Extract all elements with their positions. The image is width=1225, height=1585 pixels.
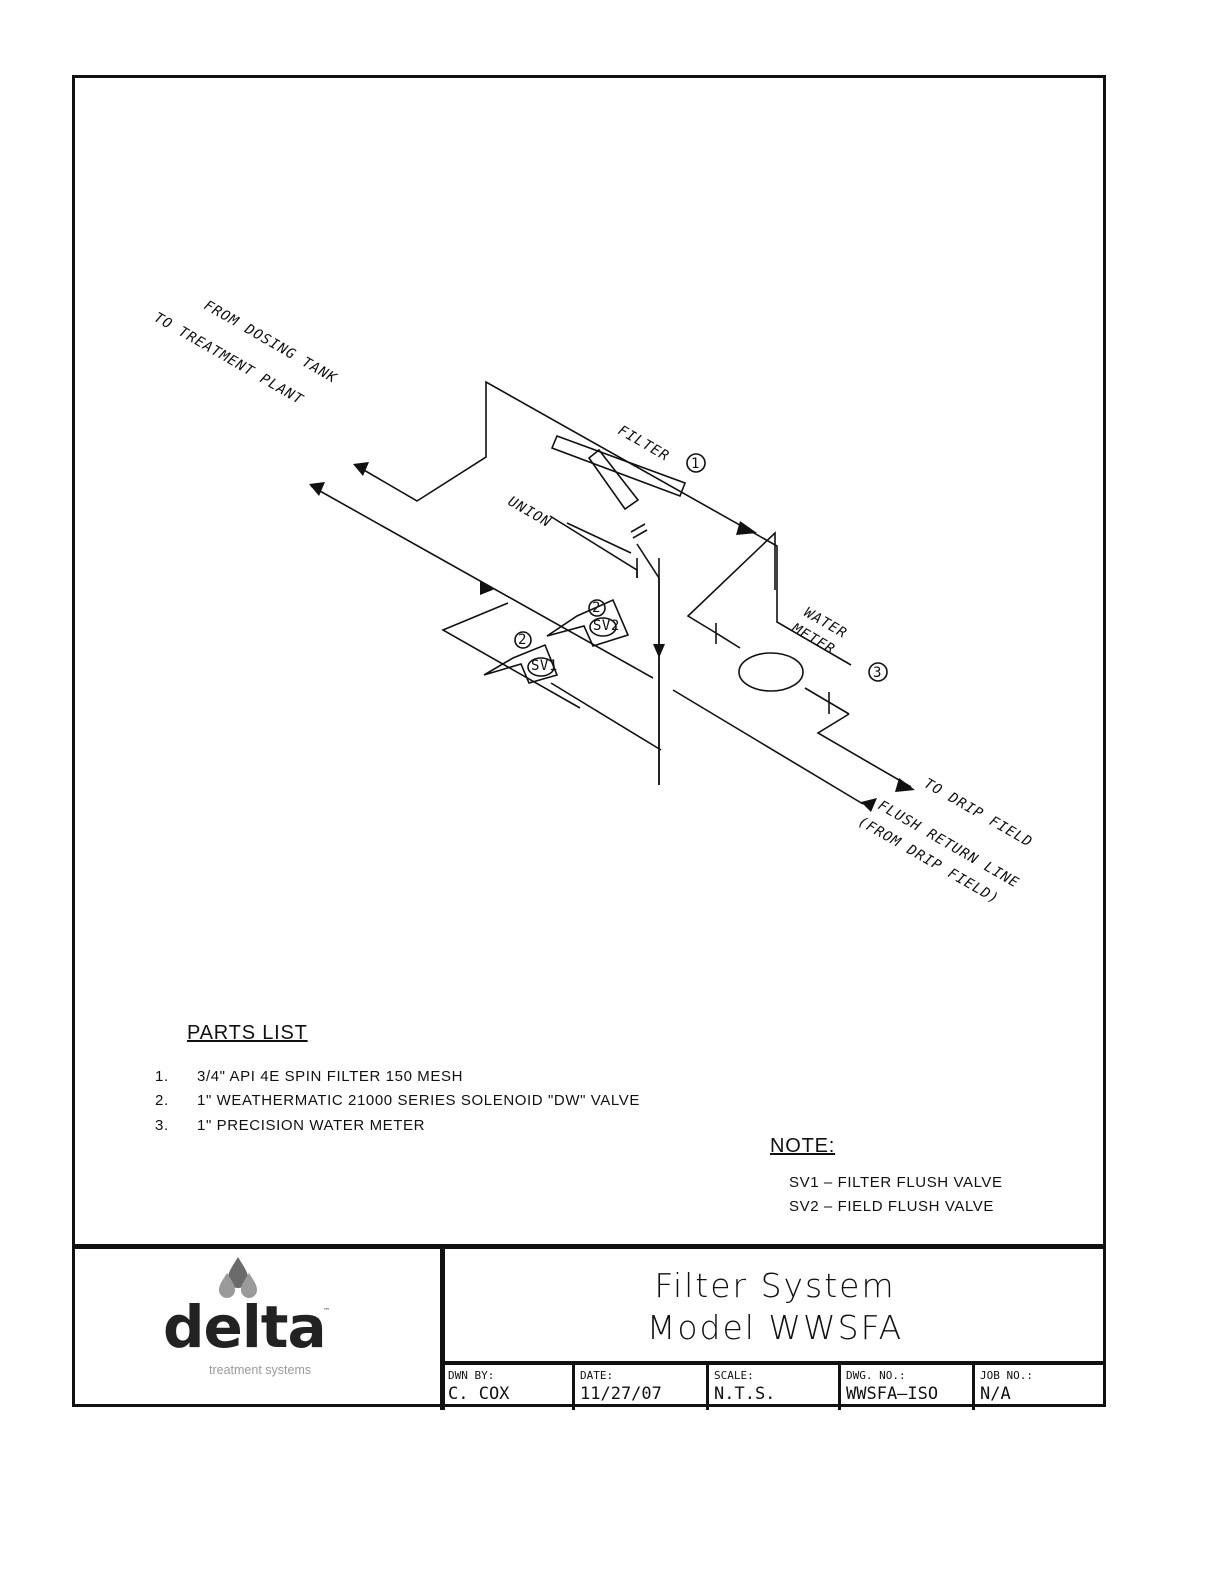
valve-lower-pipe <box>550 682 662 751</box>
meter-pipe-b <box>804 687 850 715</box>
job-no-label: JOB NO.: <box>980 1369 1033 1382</box>
arrow-valve-line <box>480 581 495 595</box>
scale-label: SCALE: <box>714 1369 754 1382</box>
cell-divider-2 <box>706 1361 709 1410</box>
meter-pipe-upper <box>686 531 776 634</box>
sv2-label: SV2 <box>593 618 620 634</box>
filter-body <box>550 434 687 498</box>
cell-divider-4 <box>972 1361 975 1410</box>
drip-return-pipe <box>672 689 864 805</box>
filter-housing <box>587 448 640 511</box>
arrow-from-dosing <box>353 462 369 476</box>
sv1-bubble <box>527 657 555 677</box>
dwn-by-value: C. COX <box>448 1384 510 1404</box>
treatment-plant-pipe <box>310 485 654 679</box>
water-meter-symbol <box>738 652 804 692</box>
valve-num-a-bubble <box>588 599 606 617</box>
union-branch <box>549 515 638 578</box>
label-filter: FILTER <box>615 423 672 465</box>
meter-pipe-a <box>715 632 741 649</box>
label-union: UNION <box>505 494 554 531</box>
arrow-to-drip <box>895 778 915 792</box>
valve-loop-pipe <box>441 602 581 709</box>
valve-num-b: 2 <box>518 632 527 648</box>
drawing-title-line-2: Model WWSFA <box>646 1308 904 1347</box>
note-heading: NOTE: <box>770 1135 836 1157</box>
job-no-value: N/A <box>980 1384 1011 1404</box>
logo-drops-icon <box>219 1257 257 1298</box>
union-leader <box>566 522 632 554</box>
scale-value: N.T.S. <box>714 1384 776 1404</box>
parts-list-num-1: 1. <box>155 1068 169 1085</box>
date-value: 11/27/07 <box>580 1384 662 1404</box>
dwg-no-value: WWSFA–ISO <box>846 1384 939 1404</box>
parts-list-item-1: 3/4" API 4E SPIN FILTER 150 MESH <box>197 1068 464 1085</box>
logo-wordmark: delta <box>163 1293 327 1361</box>
drawing-title-line-1: Filter System <box>654 1266 896 1305</box>
drawing-frame: FROM DOSING TANK TO TREATMENT PLANT FILT… <box>72 75 1106 1410</box>
meter-num-bubble <box>868 662 888 682</box>
date-label: DATE: <box>580 1369 614 1382</box>
valve-sv1 <box>483 643 559 684</box>
arrow-riser <box>653 644 665 658</box>
union-mark-b <box>632 529 648 539</box>
arrow-flush-return <box>861 798 877 812</box>
parts-list-heading: PARTS LIST <box>187 1022 308 1044</box>
filter-num-bubble <box>686 453 706 473</box>
arrow-treatment-plant <box>309 482 325 496</box>
union-mark-a <box>630 523 646 533</box>
sv2-bubble <box>589 617 617 637</box>
union-riser <box>636 543 660 785</box>
inlet-pipe <box>356 380 852 666</box>
parts-list-item-2: 1" WEATHERMATIC 21000 SERIES SOLENOID "D… <box>197 1092 640 1109</box>
filter-num: 1 <box>691 456 700 472</box>
valve-num-a: 2 <box>592 600 601 616</box>
flow-arrows <box>309 462 915 812</box>
note-line-1: SV1 – FILTER FLUSH VALVE <box>789 1174 1003 1191</box>
cell-divider-3 <box>838 1361 841 1410</box>
logo-trademark: ™ <box>323 1307 330 1315</box>
title-block-divider <box>440 1244 445 1410</box>
logo-tagline: treatment systems <box>209 1363 312 1377</box>
meter-pipe-lower <box>816 713 912 788</box>
note-line-2: SV2 – FIELD FLUSH VALVE <box>789 1198 994 1215</box>
dwg-no-label: DWG. NO.: <box>846 1369 906 1382</box>
parts-list-num-2: 2. <box>155 1092 169 1109</box>
parts-list-num-3: 3. <box>155 1117 169 1134</box>
piping-diagram: FROM DOSING TANK TO TREATMENT PLANT FILT… <box>151 298 1035 908</box>
cell-divider-1 <box>572 1361 575 1410</box>
meter-num: 3 <box>873 665 882 681</box>
title-block-border <box>75 1244 1103 1249</box>
valve-num-b-bubble <box>514 631 532 649</box>
pipe-lines <box>310 380 912 805</box>
valve-sv2 <box>546 598 630 647</box>
arrow-filter-out <box>736 521 757 535</box>
title-block-row-divider <box>440 1361 1103 1365</box>
sv1-label: SV1 <box>531 658 558 674</box>
parts-list-item-3: 1" PRECISION WATER METER <box>197 1117 426 1134</box>
dwn-by-label: DWN BY: <box>448 1369 495 1382</box>
